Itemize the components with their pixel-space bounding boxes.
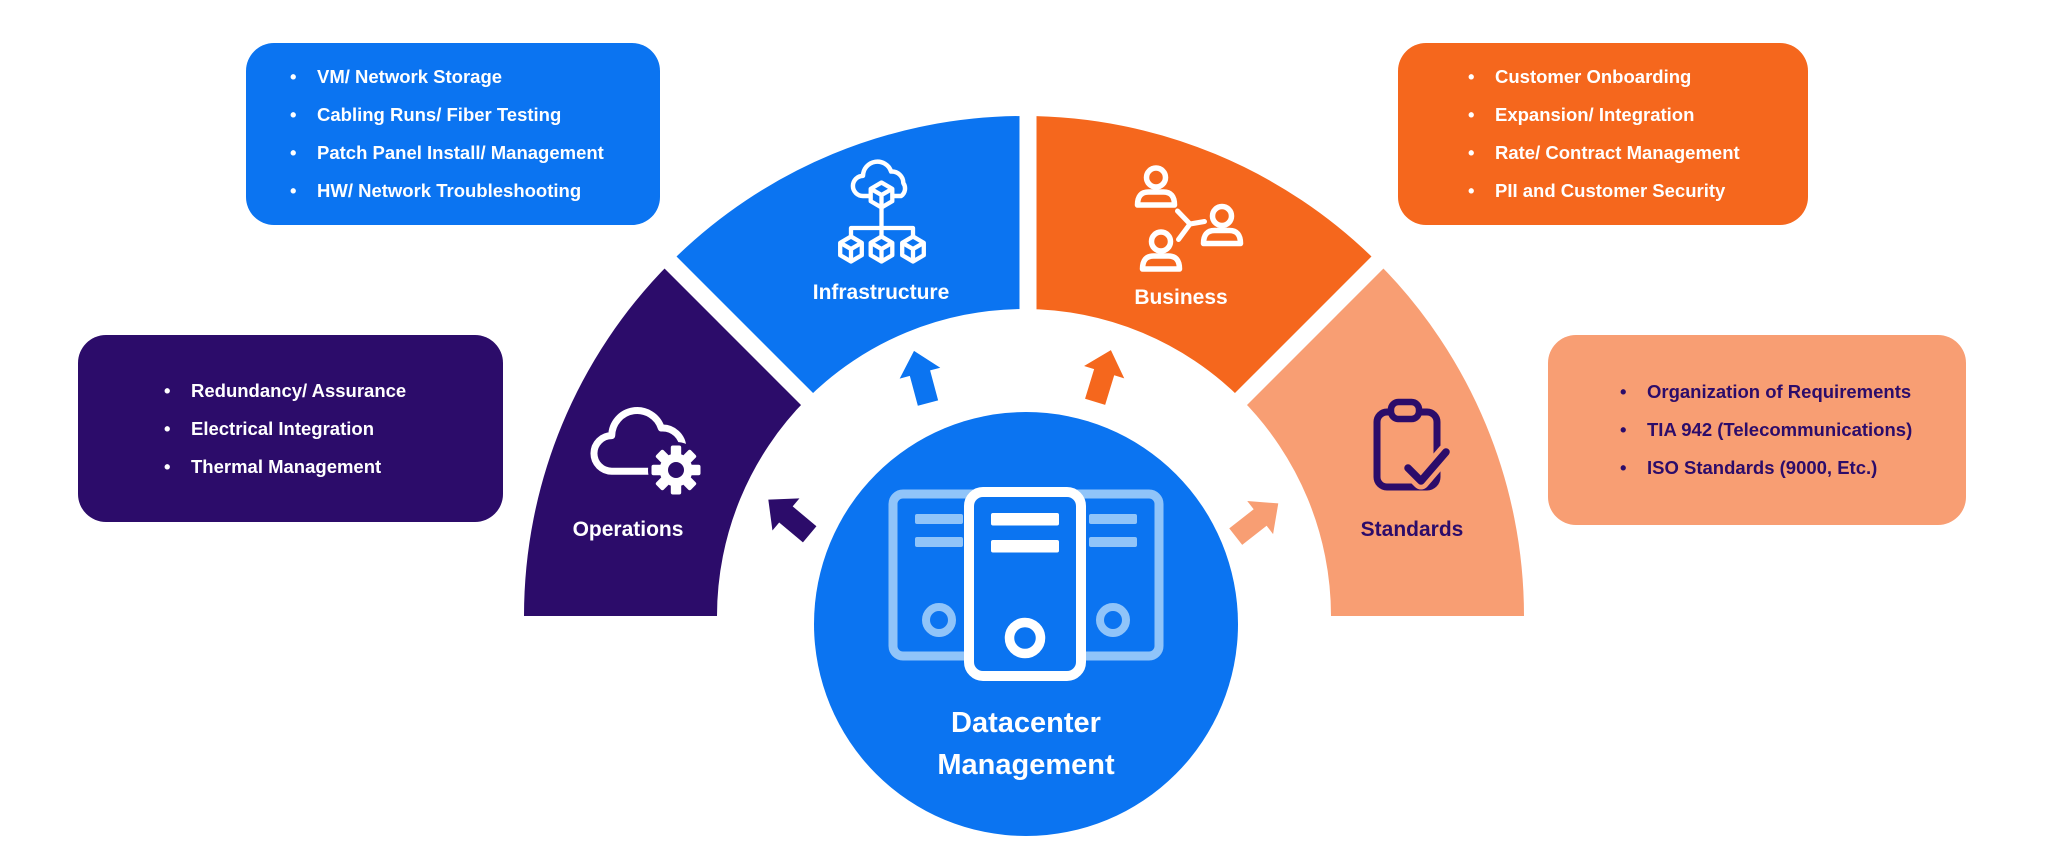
segment-gaps bbox=[653, 101, 1395, 417]
bullet-item: Rate/ Contract Management bbox=[1468, 134, 1808, 172]
business-callout-list: Customer Onboarding Expansion/ Integrati… bbox=[1468, 58, 1808, 210]
segment-standards bbox=[1241, 262, 1524, 616]
bullet-item: Expansion/ Integration bbox=[1468, 96, 1808, 134]
center-title-line2: Management bbox=[937, 749, 1115, 781]
bullet-item: Organization of Requirements bbox=[1620, 373, 1966, 411]
infrastructure-callout-box: VM/ Network Storage Cabling Runs/ Fiber … bbox=[246, 43, 660, 225]
team-connection-icon bbox=[1138, 168, 1241, 269]
bullet-item: HW/ Network Troubleshooting bbox=[290, 172, 660, 210]
center-title-line1: Datacenter bbox=[951, 707, 1101, 739]
bullet-item: Customer Onboarding bbox=[1468, 58, 1808, 96]
segment-label-business: Business bbox=[1134, 286, 1227, 309]
operations-arrow-icon bbox=[754, 483, 824, 551]
segment-label-operations: Operations bbox=[573, 518, 684, 541]
bullet-item: TIA 942 (Telecommunications) bbox=[1620, 411, 1966, 449]
clipboard-check-icon bbox=[1373, 398, 1455, 491]
operations-callout-box: Redundancy/ Assurance Electrical Integra… bbox=[78, 335, 503, 522]
business-callout-box: Customer Onboarding Expansion/ Integrati… bbox=[1398, 43, 1808, 225]
bullet-item: Thermal Management bbox=[164, 448, 503, 486]
bullet-item: Patch Panel Install/ Management bbox=[290, 134, 660, 172]
bullet-item: PII and Customer Security bbox=[1468, 172, 1808, 210]
server-rack-icon bbox=[893, 487, 1159, 681]
cloud-gear-icon bbox=[594, 411, 704, 498]
bullet-item: ISO Standards (9000, Etc.) bbox=[1620, 449, 1966, 487]
standards-arrow-icon bbox=[1222, 486, 1292, 554]
bullet-item: Cabling Runs/ Fiber Testing bbox=[290, 96, 660, 134]
infrastructure-callout-list: VM/ Network Storage Cabling Runs/ Fiber … bbox=[290, 58, 660, 210]
segment-label-standards: Standards bbox=[1361, 518, 1464, 541]
center-hub: Datacenter Management bbox=[814, 412, 1238, 836]
segment-label-infrastructure: Infrastructure bbox=[813, 281, 950, 304]
bullet-item: Redundancy/ Assurance bbox=[164, 372, 503, 410]
standards-callout-box: Organization of Requirements TIA 942 (Te… bbox=[1548, 335, 1966, 525]
bullet-item: VM/ Network Storage bbox=[290, 58, 660, 96]
standards-callout-list: Organization of Requirements TIA 942 (Te… bbox=[1620, 373, 1966, 487]
infrastructure-arrow-icon bbox=[893, 345, 949, 409]
cloud-network-icon bbox=[840, 162, 924, 262]
operations-callout-list: Redundancy/ Assurance Electrical Integra… bbox=[164, 372, 503, 486]
business-arrow-icon bbox=[1075, 344, 1131, 408]
bullet-item: Electrical Integration bbox=[164, 410, 503, 448]
segment-operations bbox=[524, 262, 807, 616]
segment-business bbox=[1024, 116, 1378, 399]
